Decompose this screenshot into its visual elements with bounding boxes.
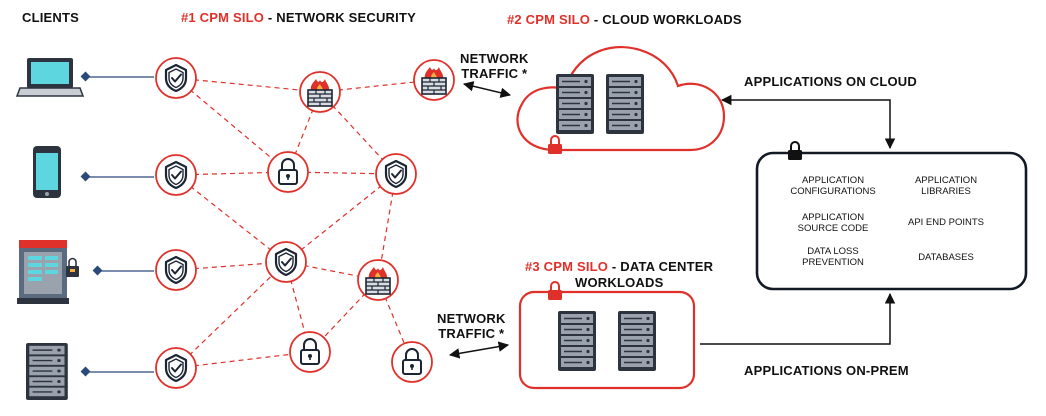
applications-on-prem-label: APPLICATIONS ON-PREM [744,363,909,378]
network-node-shield-4 [265,241,307,283]
silo2-number: #2 CPM SILO [507,12,591,27]
silo1-heading: #1 CPM SILO - NETWORK SECURITY [181,10,416,25]
laptop-icon [15,58,85,97]
server-rack-icon [617,310,657,372]
silo3-heading: #3 CPM SILO - DATA CENTER [525,259,713,274]
kiosk-icon [17,240,79,304]
application-connectors [700,94,896,345]
lock-icon [547,281,563,301]
silo2-heading: #2 CPM SILO - CLOUD WORKLOADS [507,12,742,27]
silo2-title: - CLOUD WORKLOADS [590,12,742,27]
network-node-padlock-2 [289,331,331,373]
network-traffic-arrows [448,81,512,359]
app-item-api-endpoints: API END POINTS [907,217,984,228]
clients-heading: CLIENTS [22,10,80,25]
network-node-shield-3 [375,153,417,195]
network-node-shield-2 [155,154,197,196]
network-node-shield-1 [155,57,197,99]
server-rack-icon [555,73,595,135]
silo3-title: - DATA CENTER [608,259,714,274]
app-item-source-code: APPLICATION SOURCE CODE [797,212,869,234]
app-item-libraries: APPLICATION LIBRARIES [914,175,978,197]
app-item-databases: DATABASES [918,252,974,263]
server-rack-icon [605,73,645,135]
server-rack-icon [25,342,69,401]
smartphone-icon [33,146,61,198]
silo3-heading-line2: WORKLOADS [575,275,664,290]
app-item-data-loss-prevention: DATA LOSS PREVENTION [802,246,864,268]
network-node-firewall-2 [413,59,455,101]
network-node-firewall-3 [357,259,399,301]
silo1-title: - NETWORK SECURITY [264,10,416,25]
app-item-configurations: APPLICATION CONFIGURATIONS [790,175,876,197]
cloud-workloads-cloud [516,45,726,155]
network-node-shield-5 [155,249,197,291]
network-node-shield-6 [155,347,197,389]
lock-icon [787,141,803,161]
applications-box [755,141,1028,291]
silo1-number: #1 CPM SILO [181,10,265,25]
network-traffic-label-bottom: NETWORK TRAFFIC * [437,311,506,341]
network-traffic-label-top: NETWORK TRAFFIC * [460,51,529,81]
client-links [86,76,154,373]
network-mesh-links [175,77,435,369]
network-node-firewall-1 [299,71,341,113]
network-node-padlock-1 [267,151,309,193]
datacenter-workloads-box [518,281,696,390]
server-rack-icon [557,310,597,372]
applications-on-cloud-label: APPLICATIONS ON CLOUD [744,74,917,89]
silo3-number: #3 CPM SILO [525,259,609,274]
network-node-padlock-3 [391,341,433,383]
